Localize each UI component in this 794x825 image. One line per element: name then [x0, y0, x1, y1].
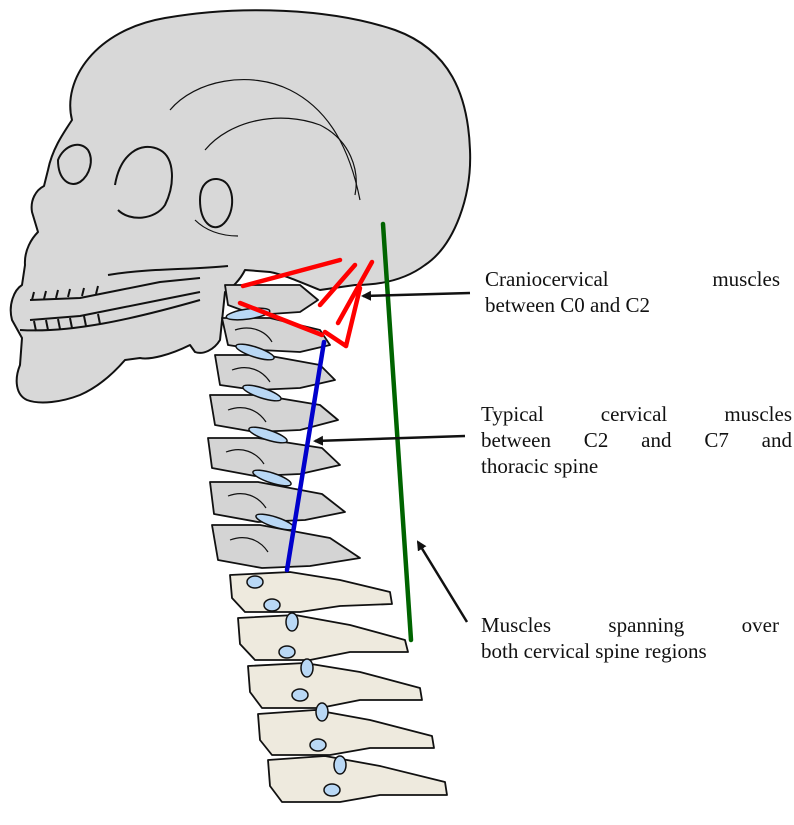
spanning-label-line-1: Muscles spanning over [481, 612, 779, 638]
craniocervical-label-line-1: Craniocervical muscles [485, 266, 780, 292]
spanning-label-line-2: both cervical spine regions [481, 638, 779, 664]
craniocervical-label-line-2: between C0 and C2 [485, 292, 780, 318]
craniocervical-muscles-label: Craniocervical muscles between C0 and C2 [485, 266, 780, 318]
typical-cervical-label-line-3: thoracic spine [481, 453, 792, 479]
typical-cervical-arrow [315, 436, 465, 441]
spanning-muscles-label: Muscles spanning over both cervical spin… [481, 612, 779, 664]
typical-cervical-muscles-label: Typical cervical muscles between C2 and … [481, 401, 792, 479]
spanning-arrow [418, 542, 467, 622]
craniocervical-arrow [363, 293, 470, 296]
typical-cervical-label-line-2: between C2 and C7 and [481, 427, 792, 453]
spanning-muscle [383, 224, 411, 640]
typical-cervical-label-line-1: Typical cervical muscles [481, 401, 792, 427]
